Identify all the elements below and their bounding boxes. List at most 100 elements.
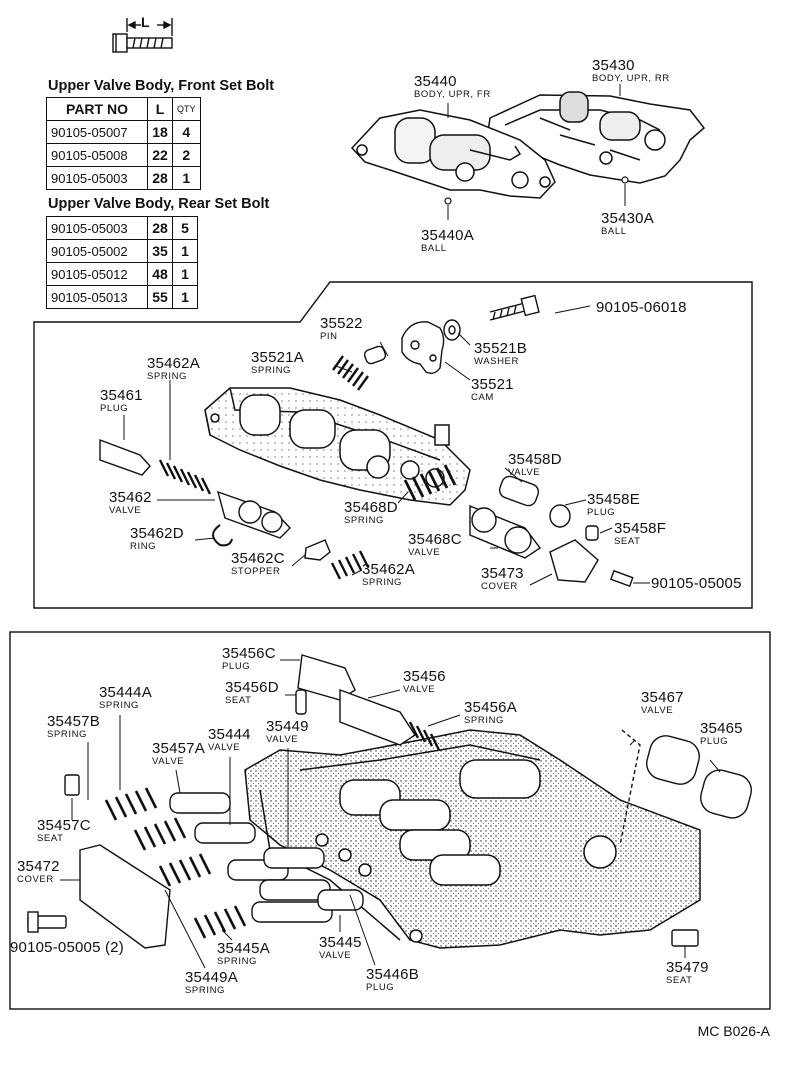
spring-35449A-shape (158, 853, 212, 887)
length-cell: 48 (147, 262, 173, 286)
seat-35457C-shape (64, 774, 80, 796)
table-header-row: PART NO L QTY (46, 97, 201, 121)
front-set-bolt-title: Upper Valve Body, Front Set Bolt (48, 78, 275, 94)
spring-35462A-top-shape (158, 459, 212, 495)
valve-35445-shape (251, 901, 333, 923)
seat-35458F-shape (585, 525, 599, 541)
cover-35472-shape (79, 844, 171, 949)
header-length: L (147, 97, 173, 121)
part-no-cell: 90105-05007 (46, 120, 148, 144)
qty-cell: 1 (172, 239, 198, 263)
valve-35467-shape (646, 735, 700, 785)
qty-cell: 1 (172, 166, 201, 190)
bottom-section-frame (9, 631, 771, 1010)
label-90105-05005-mid: 90105-05005 (651, 575, 742, 592)
part-no-cell: 90105-05008 (46, 143, 148, 167)
spring-35456A-shape (408, 721, 441, 751)
middle-section-frame (33, 281, 753, 609)
part-no-cell: 90105-05012 (46, 262, 148, 286)
spring-35445A-shape (193, 905, 247, 939)
table-row: 90105-05013 55 1 (46, 285, 198, 309)
spring-second-shape (133, 817, 187, 851)
part-no-cell: 90105-05002 (46, 239, 148, 263)
pin-shape (363, 345, 387, 365)
spring-35462A-bot-shape (330, 550, 370, 580)
cam-shape (401, 321, 445, 375)
plug-35465-shape (700, 769, 752, 819)
rear-set-bolt-title: Upper Valve Body, Rear Set Bolt (48, 196, 270, 212)
seat-35456D-shape (295, 689, 307, 715)
part-no-cell: 90105-05003 (46, 166, 148, 190)
qty-cell: 5 (172, 216, 198, 240)
lower-valve-body-art (244, 729, 701, 949)
bolt-90105-05005-mid-shape (609, 569, 634, 588)
front-set-bolt-table: PART NO L QTY 90105-05007 18 4 90105-050… (46, 97, 201, 190)
valve-35458D-shape (498, 475, 540, 507)
spring-35444A-shape (104, 787, 158, 821)
length-cell: 35 (147, 239, 173, 263)
table-row: 90105-05007 18 4 (46, 120, 201, 144)
qty-cell: 1 (172, 285, 198, 309)
rear-set-bolt-table: 90105-05003 28 5 90105-05002 35 1 90105-… (46, 216, 198, 309)
upper-valve-body-front-art (350, 109, 556, 199)
table-row: 90105-05002 35 1 (46, 239, 198, 263)
length-cell: 22 (147, 143, 173, 167)
plug-35458E-shape (549, 504, 571, 528)
part-no-cell: 90105-05003 (46, 216, 148, 240)
middle-valve-body-art (204, 387, 471, 506)
plug-35461-shape (99, 438, 151, 476)
length-cell: 28 (147, 216, 173, 240)
qty-cell: 2 (172, 143, 201, 167)
header-part-no: PART NO (46, 97, 148, 121)
cover-35473-shape (549, 539, 599, 583)
reference-code: MC B026-A (697, 1023, 770, 1039)
dimension-l-label: L (141, 14, 150, 30)
middle-small-parts (99, 294, 634, 588)
ring-35462D-shape (212, 524, 233, 547)
spring-35468D-shape (403, 464, 457, 501)
valve-35444-shape (194, 822, 256, 844)
length-cell: 28 (147, 166, 173, 190)
valve-35449-shape (263, 847, 325, 869)
header-qty: QTY (172, 97, 201, 121)
valve-35456-shape (339, 688, 416, 746)
part-no-cell: 90105-05013 (46, 285, 148, 309)
label-90105-06018: 90105-06018 (596, 299, 687, 316)
seat-35479-shape (671, 929, 699, 947)
check-ball-rear (621, 176, 629, 184)
length-cell: 55 (147, 285, 173, 309)
leader-lines (60, 305, 721, 969)
table-row: 90105-05003 28 1 (46, 166, 201, 190)
